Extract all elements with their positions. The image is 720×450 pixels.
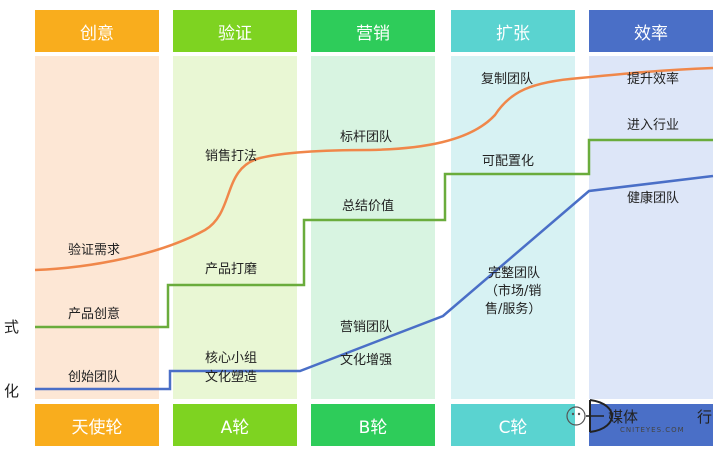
label-sales-service: 售/服务）	[485, 302, 542, 317]
left-edge-char-1: 式	[4, 318, 20, 336]
column-body-yanzheng	[173, 56, 297, 399]
column-body-kuozhang	[451, 56, 575, 399]
label-summarize-value: 总结价值	[342, 199, 395, 214]
column-footer-blun: B轮	[311, 404, 435, 446]
label-product-polish: 产品打磨	[205, 262, 258, 277]
label-enter-industry: 进入行业	[627, 118, 680, 133]
label-marketing-team: 营销团队	[340, 320, 393, 335]
blue-growth-line	[35, 174, 714, 391]
label-culture-shaping: 文化塑造	[205, 370, 258, 385]
column-body-xiaolv	[589, 56, 713, 399]
column-header-yingxiao: 营销	[311, 10, 435, 52]
label-market-sales: （市场/销	[485, 284, 542, 299]
watermark-sub: CNITEYES.COM	[620, 426, 685, 434]
column-header-kuozhang: 扩张	[451, 10, 575, 52]
label-complete-team: 完整团队	[488, 266, 541, 281]
watermark-text: 媒体	[608, 408, 639, 426]
column-header-chuangyi: 创意	[35, 10, 159, 52]
label-core-group: 核心小组	[205, 351, 258, 366]
label-healthy-team: 健康团队	[627, 191, 680, 206]
column-footer-alun: A轮	[173, 404, 297, 446]
label-product-idea: 产品创意	[68, 307, 121, 322]
orange-growth-curve	[34, 66, 714, 272]
label-sales-playbook: 销售打法	[205, 149, 258, 164]
label-replicate-team: 复制团队	[481, 72, 534, 87]
column-header-xiaolv: 效率	[589, 10, 713, 52]
label-configurable: 可配置化	[482, 154, 535, 169]
wechat-logo-icon	[566, 399, 614, 433]
column-footer-tianshilun: 天使轮	[35, 404, 159, 446]
label-founding-team: 创始团队	[68, 370, 121, 385]
green-growth-line	[35, 138, 713, 329]
column-header-yanzheng: 验证	[173, 10, 297, 52]
label-improve-efficiency: 提升效率	[627, 72, 680, 87]
label-benchmark-team: 标杆团队	[340, 130, 393, 145]
column-footer-clun: C轮	[451, 404, 575, 446]
watermark-suffix: 行	[697, 408, 713, 426]
column-body-chuangyi	[35, 56, 159, 399]
left-edge-char-2: 化	[4, 382, 20, 400]
label-culture-enhance: 文化增强	[340, 353, 393, 368]
label-verify-demand: 验证需求	[68, 243, 121, 258]
